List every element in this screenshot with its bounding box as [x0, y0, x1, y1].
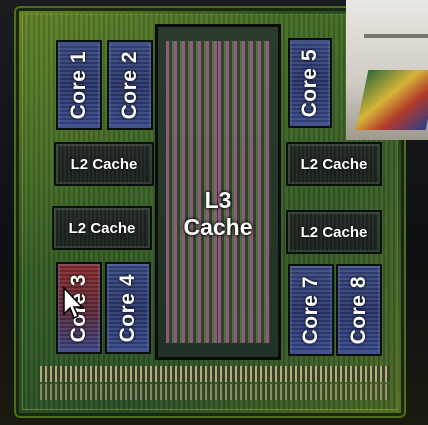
core-label: Core 2: [118, 50, 141, 120]
l2-cache-label: L2 Cache: [300, 155, 368, 173]
l2-cache-top-left: L2 Cache: [54, 142, 154, 186]
core-4-block: Core 4: [105, 262, 151, 354]
l3-cache-label: L3 Cache: [183, 187, 253, 240]
l2-cache-label: L2 Cache: [68, 219, 136, 237]
io-pads-strip: [40, 384, 390, 400]
l3-cache-block: L3 Cache: [155, 24, 281, 360]
l3-cache-array-left: [166, 41, 218, 343]
core-label: Core 4: [116, 273, 139, 343]
l2-cache-top-right: L2 Cache: [286, 142, 382, 186]
l2-cache-label: L2 Cache: [70, 155, 138, 173]
io-pads-strip: [40, 366, 390, 382]
core-label: Core 8: [347, 275, 370, 345]
webcam-inset: [346, 0, 428, 140]
l2-cache-bottom-left: L2 Cache: [52, 206, 152, 250]
arrow-cursor-icon: [63, 286, 84, 320]
core-7-block: Core 7: [288, 264, 334, 356]
core-1-block: Core 1: [56, 40, 102, 130]
core-8-block: Core 8: [336, 264, 382, 356]
core-2-block: Core 2: [107, 40, 153, 130]
l2-cache-bottom-right: L2 Cache: [286, 210, 382, 254]
core-5-block: Core 5: [288, 38, 332, 128]
shelf-shape: [364, 34, 428, 38]
core-label: Core 1: [67, 50, 90, 120]
l2-cache-label: L2 Cache: [300, 223, 368, 241]
l3-cache-array-right: [218, 41, 270, 343]
book-image: [355, 70, 428, 130]
core-label: Core 7: [299, 275, 322, 345]
core-label: Core 5: [298, 48, 321, 118]
